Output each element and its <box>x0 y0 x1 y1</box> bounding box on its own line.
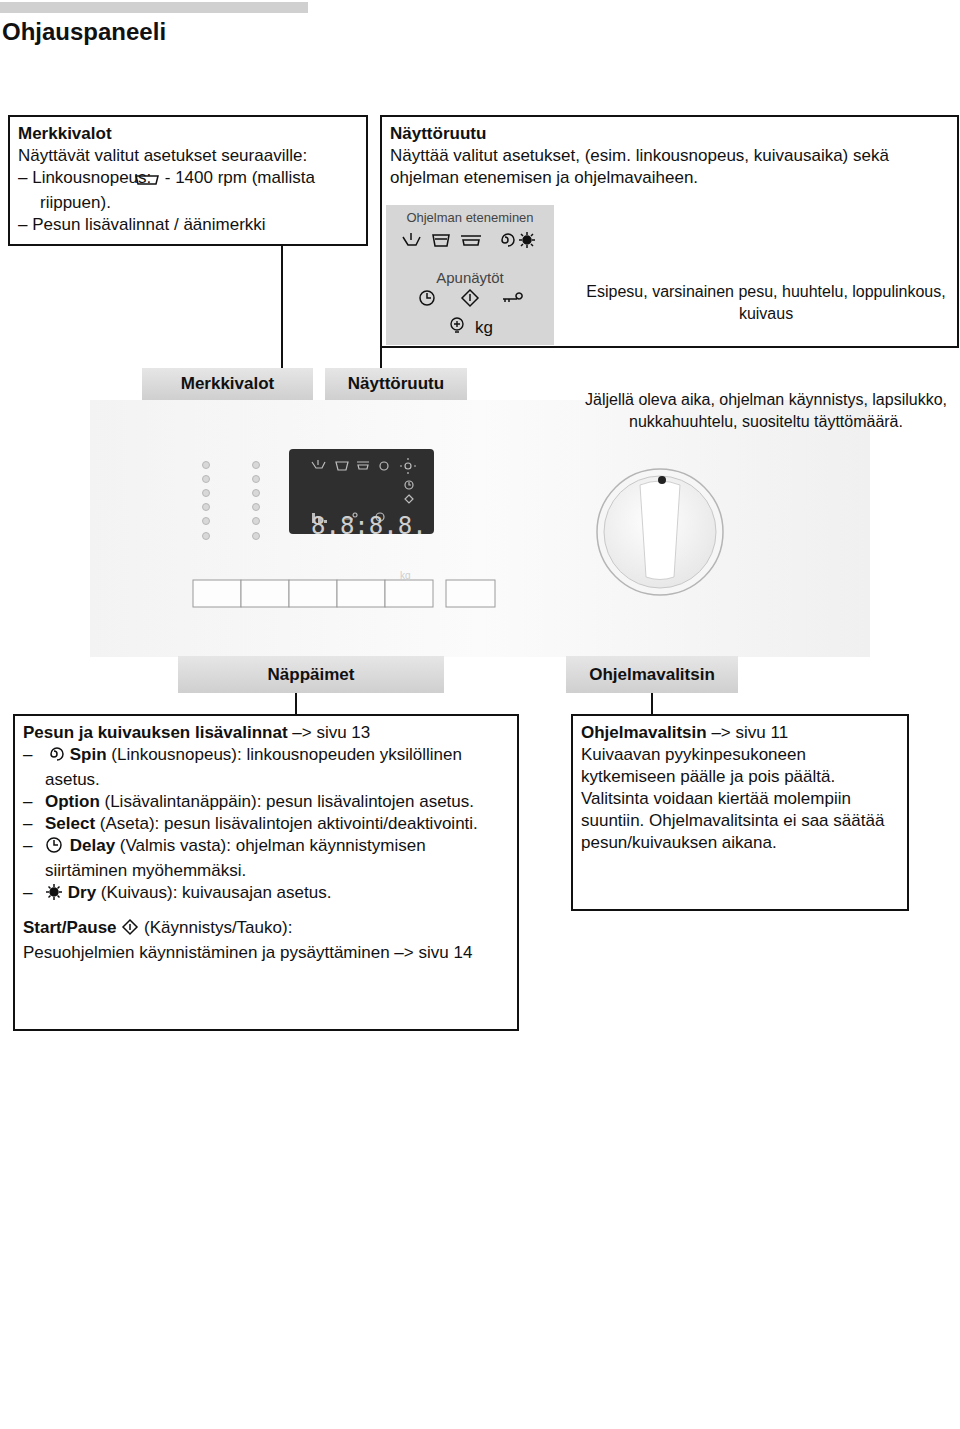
box-body: Kuivaavan pyykinpesukoneen kytkemiseen p… <box>581 744 899 854</box>
callout-box: Pesun ja kuivauksen lisävalinnat –> sivu… <box>13 714 519 1031</box>
aux-icons <box>386 287 554 315</box>
section-tab: Merkkivalot <box>142 368 313 400</box>
list-text: (Käynnistys/Tauko): <box>144 918 292 937</box>
phase-icons <box>386 229 554 257</box>
buttons <box>193 580 495 607</box>
page-ref: –> sivu 11 <box>711 723 788 742</box>
page-title: Ohjauspaneeli <box>2 17 960 47</box>
list-item: –Select (Aseta): pesun lisävalintojen ak… <box>23 813 509 835</box>
leader-line <box>295 693 297 714</box>
key-name: Ohjelmavalitsin <box>581 723 707 742</box>
list-text: – <box>23 814 32 833</box>
list-item: – Dry (Kuivaus): kuivausajan asetus. <box>23 882 509 907</box>
spin-symbol <box>45 745 65 769</box>
leader-line <box>651 693 653 714</box>
key-name: Pesun ja kuivauksen lisävalinnat <box>23 723 288 742</box>
tab-label: Näppäimet <box>268 664 355 686</box>
tab-label: Ohjelmavalitsin <box>589 664 715 686</box>
list-item: – Pesun lisävalinnat / äänimerkki <box>18 214 358 236</box>
leader-line <box>380 348 382 368</box>
header-bar <box>0 2 308 13</box>
indicator-leds <box>203 462 260 540</box>
display-icons <box>312 458 416 521</box>
list-content: Spin (Linkousnopeus): linkousnopeuden yk… <box>45 744 509 791</box>
list-item: –Option (Lisävalintanäppäin): pesun lisä… <box>23 791 509 813</box>
list-content: Delay (Valmis vasta): ohjelman käynnisty… <box>45 835 509 882</box>
key-name: Select <box>45 814 95 833</box>
aux-description: Jäljellä oleva aika, ohjelman käynnistys… <box>572 389 960 433</box>
start-heading: Start/Pause (Käynnistys/Tauko): <box>23 917 509 942</box>
list-content: Option (Lisävalintanäppäin): pesun lisäv… <box>45 791 474 813</box>
panel-face <box>90 400 870 657</box>
box-heading: Näyttöruutu <box>390 123 949 145</box>
callout-box: Ohjelmavalitsin –> sivu 11Kuivaavan pyyk… <box>571 714 909 911</box>
list-item: – Spin (Linkousnopeus): linkousnopeuden … <box>23 744 509 791</box>
key-name: Option <box>45 792 100 811</box>
list-text: (Lisävalintanäppäin): pesun lisävalintoj… <box>105 792 475 811</box>
panel-heading: Ohjelman eteneminen <box>386 210 554 226</box>
unit-label: kg <box>475 317 493 339</box>
box-body: Näyttävät valitut asetukset seuraaville: <box>18 145 358 167</box>
list-item: – Linkousnopeus: - 1400 rpm (mallista ri… <box>18 167 358 214</box>
section-tab: Ohjelmavalitsin <box>566 656 738 693</box>
tab-label: Näyttöruutu <box>348 373 444 395</box>
box-body: Pesuohjelmien käynnistäminen ja pysäyttä… <box>23 942 509 964</box>
box-body: Näyttää valitut asetukset, (esim. linkou… <box>390 145 949 189</box>
start-symbol <box>121 918 139 942</box>
key-name: Delay <box>70 836 115 855</box>
box-heading: Ohjelmavalitsin –> sivu 11 <box>581 722 899 744</box>
key-name: Start/Pause <box>23 918 117 937</box>
list-content: Select (Aseta): pesun lisävalintojen akt… <box>45 813 478 835</box>
program-dial <box>597 469 723 595</box>
box-heading: Pesun ja kuivauksen lisävalinnat –> sivu… <box>23 722 509 744</box>
list-content: Dry (Kuivaus): kuivausajan asetus. <box>45 882 331 907</box>
key-name: Spin <box>70 745 107 764</box>
spin-speed-symbol <box>156 170 160 192</box>
list-text: (Kuivaus): kuivausajan asetus. <box>101 883 332 902</box>
list-text: (Aseta): pesun lisävalintojen aktivointi… <box>100 814 478 833</box>
box-heading: Merkkivalot <box>18 123 358 145</box>
grey-panel: Apunäytöt kg <box>386 265 554 345</box>
aux-icons-row: kg <box>386 315 554 341</box>
list-item: – Delay (Valmis vasta): ohjelman käynnis… <box>23 835 509 882</box>
callout-box: Ohjelman eteneminenApunäytöt kg Näyttöruut… <box>380 115 959 348</box>
tab-label: Merkkivalot <box>181 373 275 395</box>
section-tab: Näyttöruutu <box>325 368 467 400</box>
list-dash: – <box>23 882 45 907</box>
list-text: – <box>23 745 32 764</box>
list-dash: – <box>23 835 45 882</box>
unit-label: kg <box>400 570 960 582</box>
list-text: – <box>23 883 32 902</box>
list-text: –> sivu 13 <box>292 723 370 742</box>
dry-symbol <box>45 883 63 907</box>
list-text: – <box>23 836 32 855</box>
section-tab: Näppäimet <box>178 656 444 693</box>
display-digits: 8.8:8.8. <box>311 512 960 540</box>
panel-heading: Apunäytöt <box>386 269 554 287</box>
list-text: – <box>23 792 32 811</box>
list-text: (Linkousnopeus): linkousnopeuden yksilöl… <box>45 745 462 789</box>
phase-description: Esipesu, varsinainen pesu, huuhtelu, lop… <box>572 281 960 325</box>
leader-line <box>281 246 283 368</box>
list-dash: – <box>23 813 45 835</box>
callout-box: MerkkivalotNäyttävät valitut asetukset s… <box>8 115 368 246</box>
list-text: – Linkousnopeus: <box>18 168 151 187</box>
grey-panel: Ohjelman eteneminen <box>386 205 554 265</box>
key-name: Dry <box>68 883 96 902</box>
list-dash: – <box>23 791 45 813</box>
clock-symbol <box>45 836 65 860</box>
lint-icon <box>447 315 467 341</box>
list-dash: – <box>23 744 45 791</box>
